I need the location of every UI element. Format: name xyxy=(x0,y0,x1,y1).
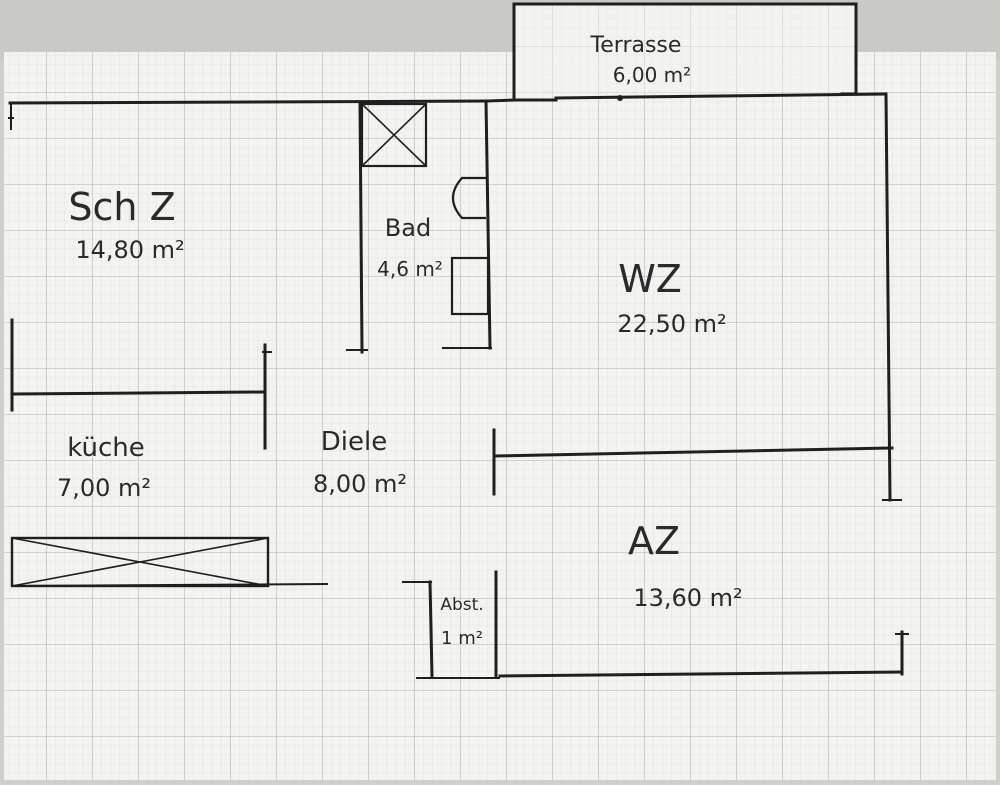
room-area: 8,00 m² xyxy=(313,470,407,498)
room-area: 6,00 m² xyxy=(613,63,691,87)
room-label-bad: Bad 4,6 m² xyxy=(377,214,443,281)
room-name: WZ xyxy=(618,257,682,301)
room-label-schz: Sch Z 14,80 m² xyxy=(68,185,184,264)
room-name: küche xyxy=(67,433,145,463)
sink-fixture xyxy=(451,176,486,220)
graph-paper xyxy=(4,52,996,780)
kitchen-counter xyxy=(10,536,270,588)
room-area: 4,6 m² xyxy=(377,257,443,281)
room-area: 7,00 m² xyxy=(57,474,151,502)
room-label-diele: Diele 8,00 m² xyxy=(313,427,407,498)
terrace-outline xyxy=(512,2,858,102)
room-label-abst: Abst. 1 m² xyxy=(440,595,483,649)
room-area: 13,60 m² xyxy=(633,584,742,612)
interior-walls xyxy=(10,99,909,679)
room-name: AZ xyxy=(628,519,680,563)
exterior-walls xyxy=(8,92,902,502)
room-name: Terrasse xyxy=(590,33,682,58)
room-name: Diele xyxy=(321,427,387,457)
room-name: Sch Z xyxy=(68,185,175,229)
room-area: 22,50 m² xyxy=(617,310,726,338)
shaft-box xyxy=(360,102,428,168)
room-area: 1 m² xyxy=(441,628,483,649)
room-label-az: AZ 13,60 m² xyxy=(628,519,743,612)
room-label-terrasse: Terrasse 6,00 m² xyxy=(590,33,692,87)
room-name: Bad xyxy=(385,214,431,242)
room-area: 14,80 m² xyxy=(75,236,184,264)
room-name: Abst. xyxy=(440,595,483,615)
room-label-kueche: küche 7,00 m² xyxy=(57,433,151,502)
room-label-wz: WZ 22,50 m² xyxy=(617,257,726,338)
toilet-fixture xyxy=(450,256,490,316)
